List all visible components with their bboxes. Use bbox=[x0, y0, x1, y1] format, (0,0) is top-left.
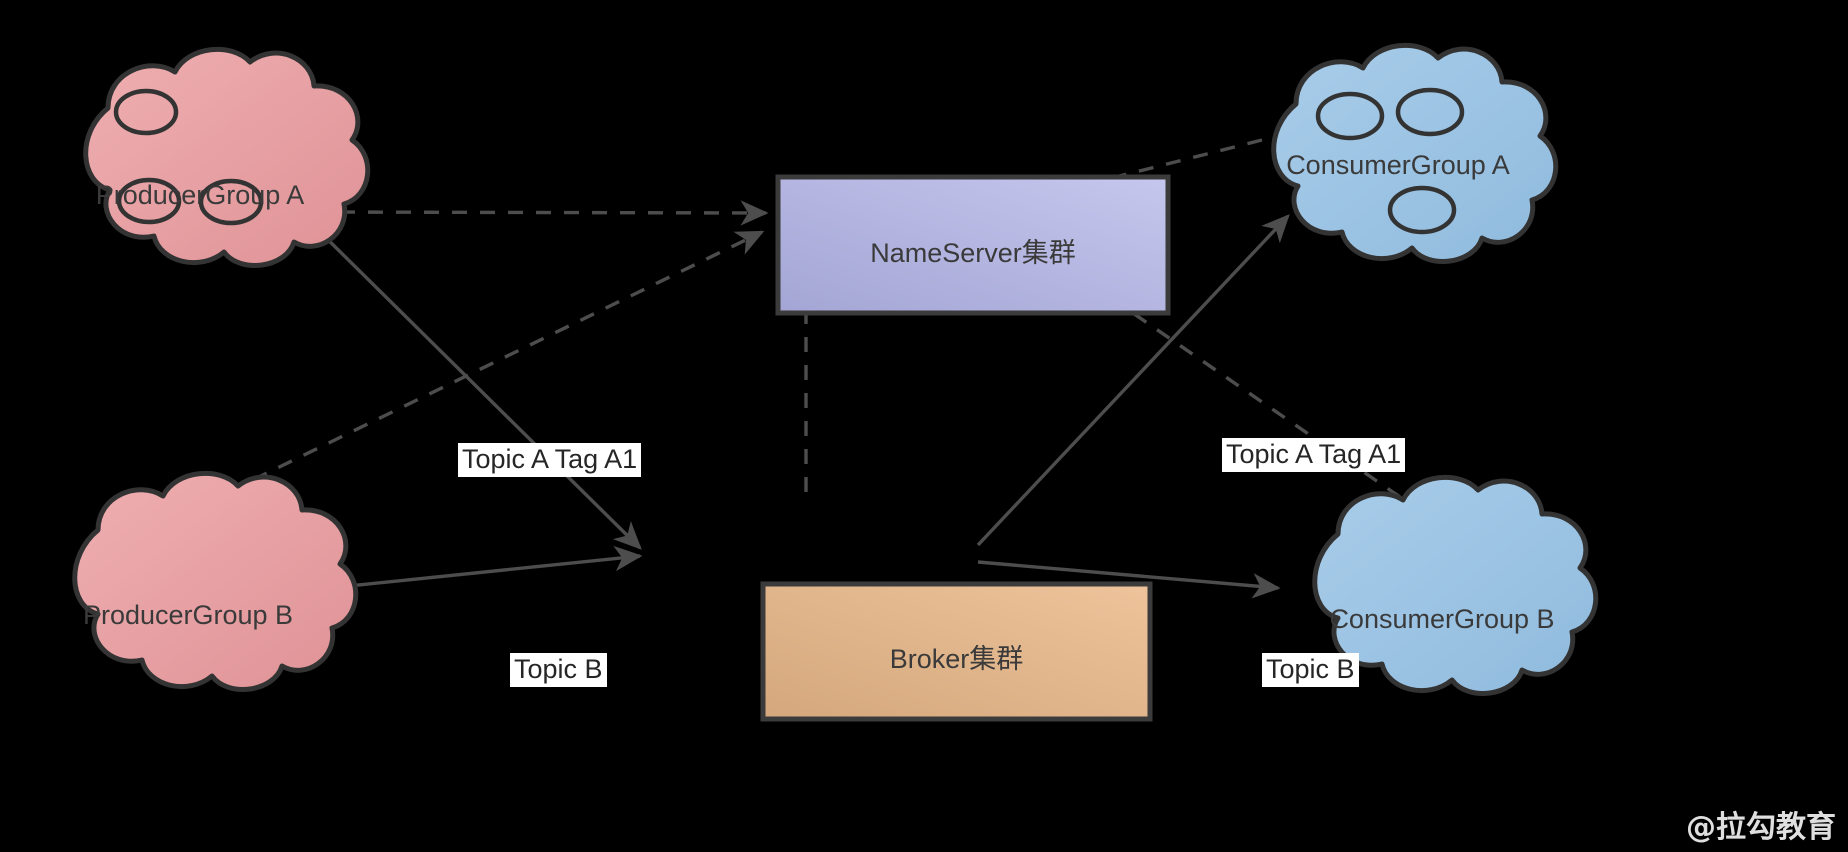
edge-broker-to-consumer-b bbox=[977, 560, 1281, 599]
consumer-a-instance-2 bbox=[1395, 87, 1465, 137]
cloud-shape-producer-b bbox=[72, 470, 359, 692]
node-producer-group-b[interactable] bbox=[72, 470, 359, 692]
consumer-a-instance-3 bbox=[1387, 185, 1457, 235]
edge-producer-b-to-broker bbox=[309, 545, 643, 592]
node-nameserver-cluster[interactable] bbox=[775, 174, 1171, 316]
producer-a-instance-2 bbox=[116, 177, 182, 225]
edge-producer-a-to-broker bbox=[306, 218, 642, 550]
edge-producer-b-to-nameserver bbox=[227, 230, 765, 494]
edge-label-producer-b-topic: Topic B bbox=[510, 653, 607, 688]
producer-a-instance-1 bbox=[113, 88, 179, 136]
watermark: @拉勾教育 bbox=[1686, 810, 1836, 845]
producer-a-instance-3 bbox=[198, 178, 264, 226]
edge-label-producer-a-topic: Topic A Tag A1 bbox=[458, 443, 642, 478]
node-broker-cluster[interactable] bbox=[760, 581, 1153, 722]
edge-label-consumer-b-topic: Topic B bbox=[1262, 653, 1359, 688]
node-consumer-group-a[interactable] bbox=[1271, 42, 1559, 264]
cloud-shape-producer-a bbox=[83, 46, 371, 268]
node-producer-group-a[interactable] bbox=[83, 46, 371, 268]
broker-box bbox=[760, 581, 1153, 722]
cloud-shape-consumer-a bbox=[1271, 42, 1559, 264]
edge-label-consumer-a-topic: Topic A Tag A1 bbox=[1222, 438, 1406, 473]
consumer-a-instance-1 bbox=[1315, 91, 1385, 141]
nameserver-box bbox=[775, 174, 1171, 316]
edge-producer-a-to-nameserver bbox=[311, 200, 769, 226]
edge-broker-to-consumer-a bbox=[976, 214, 1290, 547]
